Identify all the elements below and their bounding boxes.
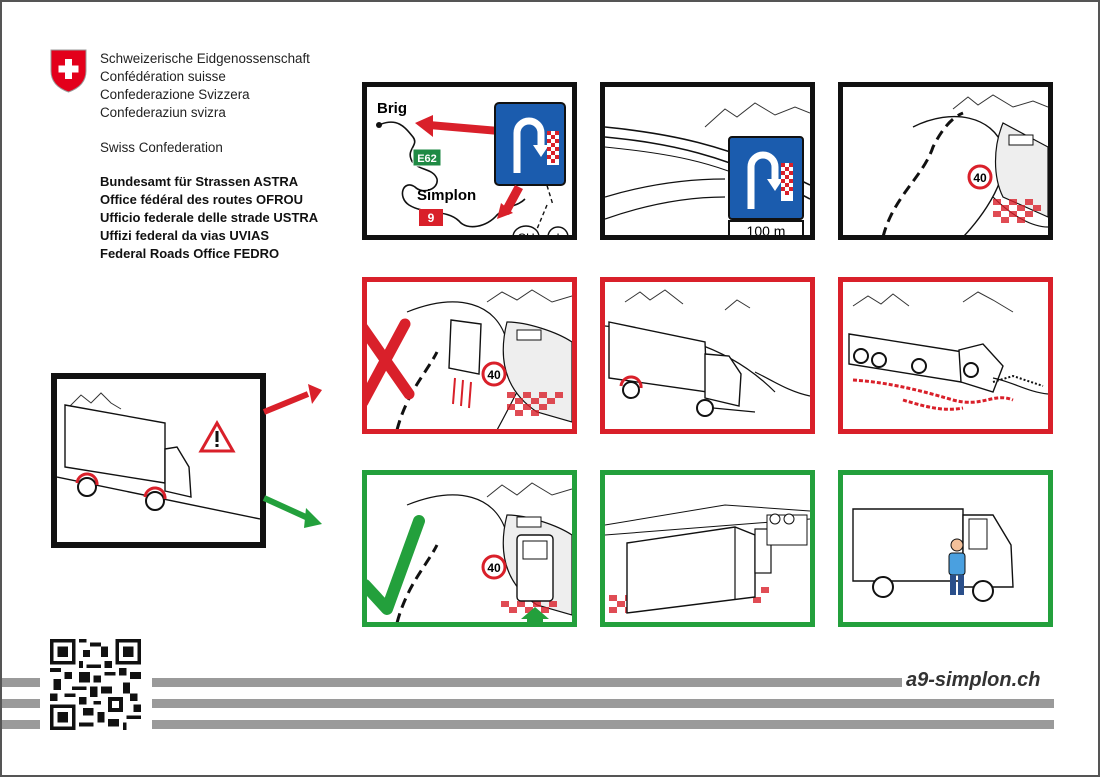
panel-wrong-brakes: 40 bbox=[362, 277, 577, 434]
truck-box bbox=[64, 404, 166, 484]
office-line-rm: Uffizi federal da vias UVIAS bbox=[100, 228, 270, 243]
qr-code-icon[interactable] bbox=[50, 639, 141, 730]
arrow-to-right-icon bbox=[262, 495, 322, 528]
panel-wrong-truck-curve bbox=[600, 277, 815, 434]
map-label-ch: CH bbox=[517, 231, 534, 235]
website-link[interactable]: a9-simplon.ch bbox=[906, 669, 1041, 691]
panel-right-escape-lane: 40 bbox=[362, 470, 577, 627]
brig-dot bbox=[376, 122, 382, 128]
panel-wrong-crash bbox=[838, 277, 1053, 434]
office-line-de: Bundesamt für Strassen ASTRA bbox=[100, 174, 299, 189]
header-line-rm: Confederaziun svizra bbox=[100, 105, 226, 120]
header-swiss-confederation: Swiss Confederation bbox=[100, 140, 223, 155]
speed-limit-label: 40 bbox=[973, 171, 987, 185]
header-line-de: Schweizerische Eidgenossenschaft bbox=[100, 51, 310, 66]
footer-stripe bbox=[2, 678, 40, 687]
panel-right-stopped-truck bbox=[600, 470, 815, 627]
footer-stripe bbox=[152, 678, 902, 687]
check-mark-icon bbox=[367, 515, 425, 615]
office-line-en: Federal Roads Office FEDRO bbox=[100, 246, 280, 261]
panel-truck-slope bbox=[51, 373, 266, 548]
footer-stripe bbox=[152, 699, 1054, 708]
arrow-to-wrong-icon bbox=[262, 384, 322, 415]
speed-limit-label-3: 40 bbox=[487, 561, 501, 575]
footer-stripe bbox=[2, 720, 40, 729]
speed-limit-label-2: 40 bbox=[487, 368, 501, 382]
arrow-left-icon bbox=[429, 121, 499, 135]
speed-sign bbox=[967, 164, 993, 190]
office-line-it: Ufficio federale delle strade USTRA bbox=[100, 210, 319, 225]
panel-hairpin-approach: 40 bbox=[838, 82, 1053, 240]
panel-right-driver-check bbox=[838, 470, 1053, 627]
driver-figure bbox=[948, 552, 966, 576]
map-label-brig: Brig bbox=[377, 100, 407, 117]
header-line-it: Confederazione Svizzera bbox=[100, 87, 250, 102]
panel-map: Brig E62 Simplon 9 CH I bbox=[362, 82, 577, 240]
footer-stripe bbox=[2, 699, 40, 708]
map-label-e62: E62 bbox=[417, 153, 437, 165]
footer-stripe bbox=[152, 720, 1054, 729]
mountain-outline bbox=[704, 102, 810, 128]
road-map-line bbox=[378, 121, 526, 228]
map-label-simplon: Simplon bbox=[417, 187, 476, 204]
header-line-fr: Confédération suisse bbox=[100, 69, 226, 84]
office-line-fr: Office fédéral des routes OFROU bbox=[100, 192, 303, 207]
panel-warning-sign: 100 m bbox=[600, 82, 815, 240]
sign-distance-label: 100 m bbox=[747, 223, 786, 235]
map-label-route-9: 9 bbox=[428, 211, 435, 225]
swiss-crest-icon bbox=[50, 49, 87, 93]
map-label-it: I bbox=[556, 231, 559, 235]
